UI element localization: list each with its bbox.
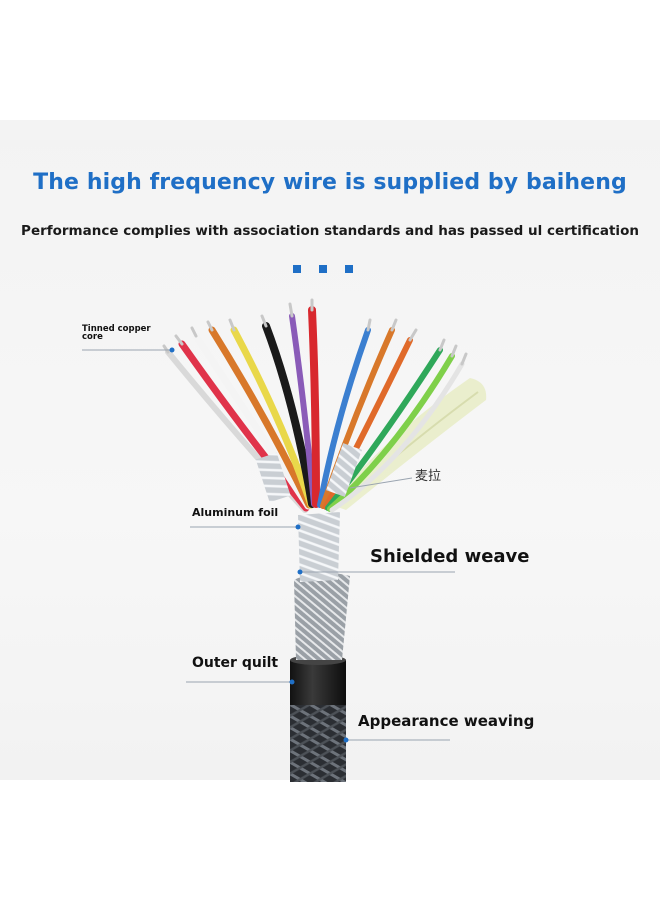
- leader-markers: [169, 347, 349, 743]
- outer-quilt-sheath: [290, 660, 346, 705]
- shielded-weave: [294, 572, 350, 660]
- dot: [319, 265, 327, 273]
- leader-lines: [82, 349, 455, 741]
- decorative-dots: [293, 265, 353, 273]
- pair-foil-right: [326, 443, 362, 497]
- wire-orange: [208, 326, 313, 509]
- label-mylar: 麦拉: [415, 469, 442, 484]
- page-title: The high frequency wire is supplied by b…: [33, 170, 627, 195]
- label-tinned-copper-core: Tinned copper core: [82, 324, 151, 342]
- wire-red-center: [308, 306, 320, 508]
- copper-tips: [162, 298, 468, 366]
- wire-black: [262, 322, 316, 508]
- label-outer-quilt: Outer quilt: [192, 655, 279, 671]
- label-shielded-weave: Shielded weave: [370, 546, 530, 567]
- wire-light-green: [327, 353, 455, 512]
- outer-braid-cross: [290, 700, 346, 782]
- wire-red: [178, 340, 310, 512]
- wire-purple: [289, 313, 317, 507]
- wire-blue: [317, 327, 371, 508]
- wire-yellow: [230, 326, 315, 509]
- dot: [293, 265, 301, 273]
- page-subtitle: Performance complies with association st…: [21, 223, 639, 239]
- label-aluminum-foil: Aluminum foil: [192, 506, 279, 519]
- dot: [345, 265, 353, 273]
- pair-foil-left: [255, 452, 291, 503]
- wire-white: [192, 332, 312, 510]
- aluminum-foil: [298, 512, 340, 582]
- label-appearance-weaving: Appearance weaving: [358, 712, 535, 730]
- wire-light-grey: [329, 361, 465, 513]
